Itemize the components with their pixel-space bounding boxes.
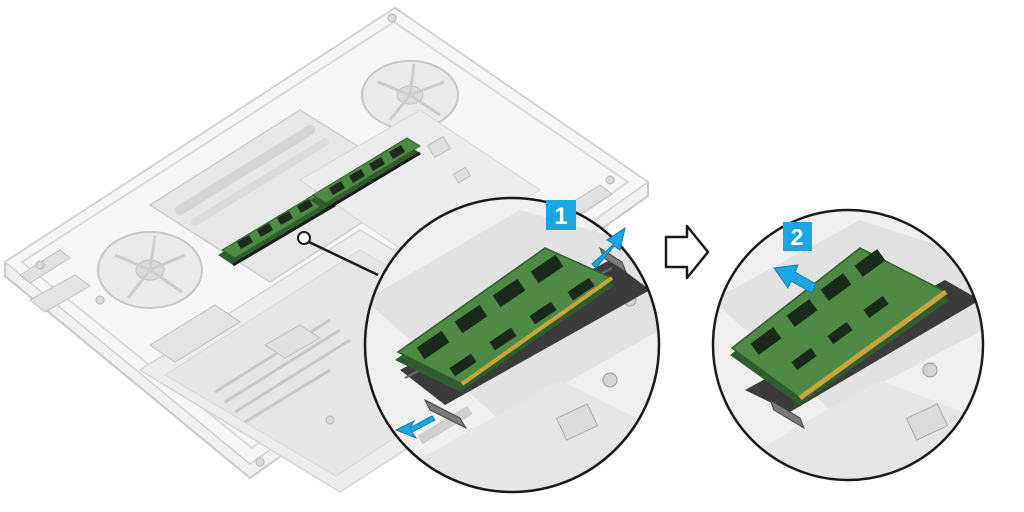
direction-arrow-icon: [394, 415, 436, 440]
step-badge-1-number: 1: [554, 203, 567, 230]
memory-modules-installed: [218, 137, 421, 277]
callout-point: [297, 231, 311, 245]
memory-module-zoom-1: [395, 247, 615, 392]
memory-module-lower: [218, 189, 336, 267]
memory-module-zoom-2: [730, 247, 950, 405]
fan-left: [97, 231, 203, 309]
zoom-detail-step-1: [363, 196, 661, 494]
securing-clip-left: [423, 398, 468, 430]
step-badge-1: 1: [546, 200, 576, 230]
securing-clip-2: [768, 398, 806, 430]
step-badge-2: 2: [783, 222, 812, 251]
zoom-detail-step-2: [711, 208, 985, 482]
next-arrow-icon: [664, 224, 710, 280]
wifi-card: [29, 274, 91, 313]
memory-module-upper: [310, 137, 421, 212]
direction-arrow-icon: [773, 264, 817, 294]
ssd: [149, 304, 241, 363]
fan-right: [361, 60, 459, 130]
step-badge-2-number: 2: [791, 224, 804, 250]
direction-arrow-icon: [591, 226, 626, 269]
callout-line: [308, 240, 379, 277]
